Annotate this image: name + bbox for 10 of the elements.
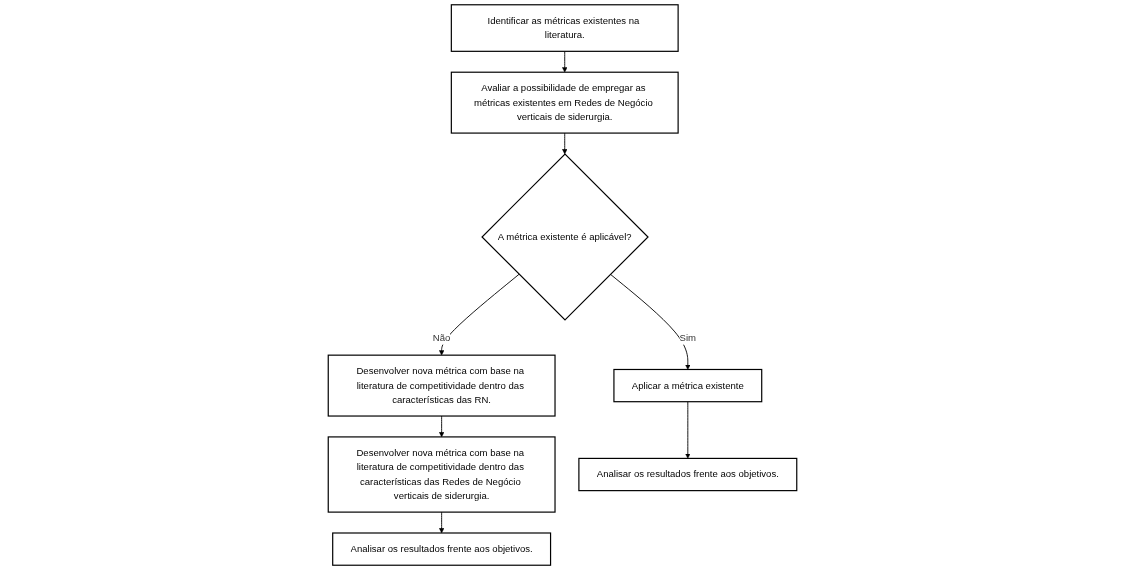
node-box: Analisar os resultados frente aos objetivos. [578,457,798,492]
node-box: Desenvolver nova métrica com base na literatura de competitividade dentro das características das Redes de Negócio verticais de siderurgia. [327,436,556,513]
node-box: Desenvolver nova métrica com base na literatura de competitividade dentro das características das RN. [327,354,556,417]
edge-label: Não [432,332,451,343]
node-box: Aplicar a métrica existente [613,368,763,403]
node-box: Avaliar a possibilidade de empregar as métricas existentes em Redes de Negócio verticais de siderurgia. [450,71,679,134]
edge-label: Sim [679,332,697,343]
node-box: Analisar os resultados frente aos objetivos. [332,532,552,566]
node-box: Identificar as métricas existentes na literatura. [450,4,679,52]
node-diamond: A métrica existente é aplicável? [481,153,649,321]
